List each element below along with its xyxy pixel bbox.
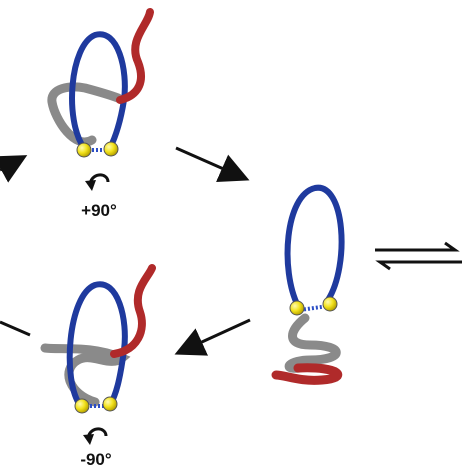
top-left-bead [76, 142, 92, 158]
top-rotation-label: +90° [81, 201, 117, 220]
center-left-bead [289, 300, 305, 316]
arrow-left-to-top [0, 155, 28, 183]
bottom-loop-structure [40, 264, 156, 414]
bottom-rotation-label: -90° [80, 450, 112, 469]
center-blue-loop [284, 184, 345, 309]
top-red-strand [116, 8, 154, 104]
bottom-red-strand [110, 264, 156, 358]
equilibrium-arrows [375, 241, 462, 271]
bottom-rotation-icon [83, 427, 108, 445]
top-loop-structure [47, 8, 154, 158]
arrow-center-to-bottom [174, 318, 251, 356]
center-gray-strand [284, 313, 341, 373]
bottom-gray-strand [40, 343, 131, 407]
top-gray-strand [47, 82, 123, 147]
arrow-bottom-to-left [0, 320, 31, 337]
bottom-left-bead [74, 398, 90, 414]
top-blue-loop [69, 31, 128, 151]
center-red-strand [271, 363, 343, 385]
top-right-bead [103, 141, 119, 157]
top-rotation-icon [85, 173, 110, 191]
bottom-blue-loop [66, 281, 128, 408]
center-bead-bridge [299, 304, 329, 312]
center-loop-structure [271, 184, 345, 385]
center-right-bead [322, 296, 338, 312]
bottom-right-bead [102, 396, 118, 412]
arrow-top-to-center [175, 146, 250, 183]
